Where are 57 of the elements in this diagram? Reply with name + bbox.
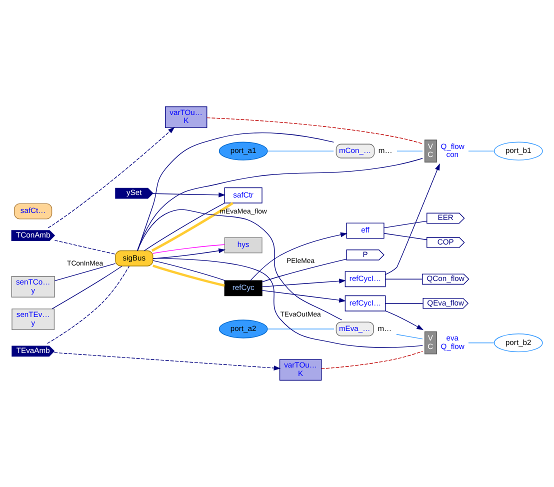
node-ellipse: port_a1 bbox=[218, 142, 268, 160]
node-box: safCt… bbox=[14, 203, 52, 220]
node-ellipse: port_a2 bbox=[218, 320, 268, 338]
node-box: refCycI… bbox=[344, 295, 386, 312]
node-box: sigBus bbox=[115, 250, 154, 266]
arrow bbox=[152, 192, 226, 198]
node-label: Q_flow bbox=[440, 342, 464, 351]
connector bbox=[396, 334, 423, 340]
node-box: varTOu… K bbox=[279, 359, 322, 381]
arrow bbox=[152, 248, 226, 259]
arrow bbox=[385, 163, 440, 275]
arrow bbox=[250, 232, 348, 281]
node-ellipse: port_b1 bbox=[494, 142, 543, 160]
connector bbox=[54, 240, 116, 255]
node-label: con bbox=[446, 150, 459, 160]
connector bbox=[137, 132, 334, 252]
connector bbox=[385, 278, 423, 280]
node-label: eva bbox=[446, 334, 459, 343]
connector bbox=[384, 220, 428, 228]
connector bbox=[152, 264, 225, 287]
connector bbox=[54, 263, 116, 282]
connector bbox=[321, 350, 423, 370]
node-box: senTEv… y bbox=[12, 308, 55, 330]
arrow bbox=[54, 352, 281, 370]
node-box: hys bbox=[224, 237, 262, 254]
connector bbox=[206, 117, 423, 144]
connector bbox=[468, 150, 495, 152]
connector bbox=[144, 202, 226, 252]
connector bbox=[468, 342, 495, 344]
arrow bbox=[385, 310, 424, 330]
node-label: Q_flow bbox=[440, 142, 464, 151]
connector bbox=[46, 266, 130, 344]
connector bbox=[262, 258, 347, 282]
connector bbox=[152, 260, 226, 281]
arrow bbox=[48, 126, 175, 228]
node-box: refCyc bbox=[224, 280, 262, 296]
connector bbox=[151, 202, 234, 252]
node-ellipse: port_b2 bbox=[494, 334, 543, 352]
node-label: m… bbox=[378, 146, 392, 156]
node-box: eff bbox=[346, 222, 384, 239]
node-box: senTCo… y bbox=[11, 276, 55, 298]
node-box: refCycI… bbox=[344, 271, 386, 288]
connector bbox=[152, 244, 225, 254]
connector bbox=[52, 266, 122, 310]
connector bbox=[267, 150, 334, 152]
connector bbox=[136, 158, 423, 251]
node-box: varTOu… K bbox=[165, 106, 208, 128]
connector bbox=[396, 150, 423, 152]
node-box: safCtr bbox=[224, 187, 262, 204]
connector bbox=[385, 303, 424, 304]
connector bbox=[137, 209, 342, 320]
connector bbox=[384, 233, 428, 240]
arrow bbox=[262, 290, 346, 303]
node-label: m… bbox=[378, 324, 392, 333]
arrow bbox=[262, 278, 346, 288]
connector bbox=[267, 328, 334, 330]
connector bbox=[152, 258, 424, 348]
